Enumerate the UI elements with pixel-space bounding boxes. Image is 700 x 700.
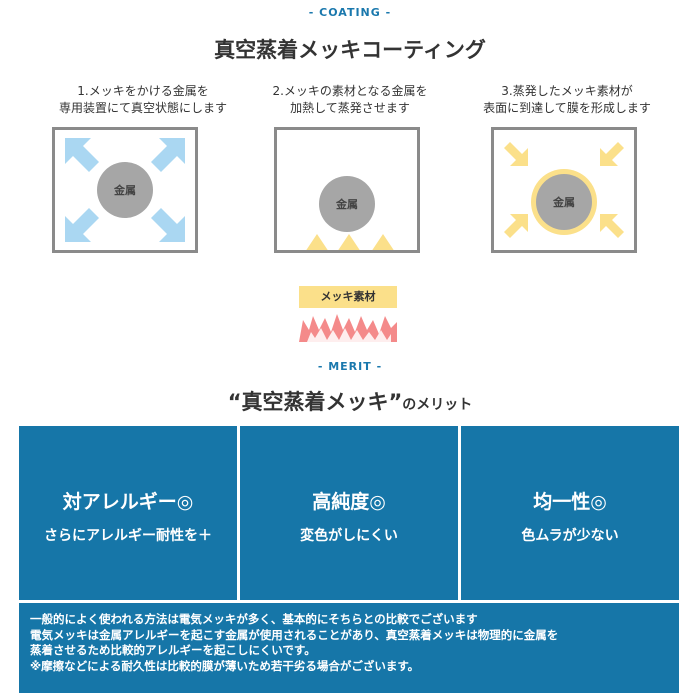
step-1-line-1: 1.メッキをかける金属を <box>77 84 209 98</box>
merit-uniformity-heading: 均一性◎ <box>533 491 607 513</box>
merit-panel-uniformity: 均一性◎ 色ムラが少ない <box>461 426 679 600</box>
merit-purity-sub: 変色がしにくい <box>300 528 398 544</box>
step-1-caption: 1.メッキをかける金属を 専用装置にて真空状態にします <box>43 83 243 117</box>
step-3-line-2: 表面に到達して膜を形成します <box>483 101 651 115</box>
vacuum-chamber-box-1: 金属 <box>52 127 198 253</box>
merit-title: “真空蒸着メッキ”のメリット <box>0 386 700 416</box>
step-3-line-1: 3.蒸発したメッキ素材が <box>501 84 633 98</box>
inward-arrows-icon <box>504 142 624 238</box>
outward-arrows-icon <box>65 138 185 242</box>
vacuum-chamber-box-3: 金属 <box>491 127 637 253</box>
step-1-line-2: 専用装置にて真空状態にします <box>58 101 227 115</box>
note-line-1: 一般的によく使われる方法は電気メッキが多く、基本的にそちらとの比較でございます <box>30 612 478 626</box>
vacuum-chamber-box-2: 金属 <box>274 127 420 253</box>
merit-title-main: “真空蒸着メッキ” <box>227 390 403 414</box>
coated-metal-circle: 金属 <box>536 174 592 230</box>
merit-purity-heading: 高純度◎ <box>312 491 386 513</box>
note-line-3: 蒸着させるため比較的アレルギーを起こしにくいです。 <box>30 643 316 657</box>
flame-icon <box>299 314 397 342</box>
upward-arrows-icon <box>306 234 394 250</box>
coating-section-label: - COATING - <box>308 6 392 19</box>
merit-panel-purity: 高純度◎ 変色がしにくい <box>240 426 458 600</box>
merit-notes-panel: 一般的によく使われる方法は電気メッキが多く、基本的にそちらとの比較でございます … <box>19 603 679 693</box>
plating-material-label: メッキ素材 <box>299 286 397 308</box>
merit-uniformity-sub: 色ムラが少ない <box>521 528 619 544</box>
coating-title: 真空蒸着メッキコーティング <box>214 38 486 62</box>
note-line-2: 電気メッキは金属アレルギーを起こす金属が使用されることがあり、真空蒸着メッキは物… <box>30 627 559 642</box>
merit-panel-allergy: 対アレルギー◎ さらにアレルギー耐性を＋ <box>19 426 237 600</box>
step-2-caption: 2.メッキの素材となる金属を 加熱して蒸発させます <box>250 83 450 117</box>
note-line-4: ※摩擦などによる耐久性は比較的膜が薄いため若干劣る場合がございます。 <box>30 658 420 673</box>
step-2-line-1: 2.メッキの素材となる金属を <box>272 84 428 98</box>
merit-title-suffix: のメリット <box>402 397 473 413</box>
metal-circle-1: 金属 <box>97 162 153 218</box>
merit-allergy-heading: 対アレルギー◎ <box>62 491 194 513</box>
merit-section-label: - MERIT - <box>317 360 383 373</box>
step-3-caption: 3.蒸発したメッキ素材が 表面に到達して膜を形成します <box>467 83 667 117</box>
metal-circle-2: 金属 <box>319 176 375 232</box>
merit-allergy-sub: さらにアレルギー耐性を＋ <box>44 528 212 544</box>
step-2-line-2: 加熱して蒸発させます <box>290 101 410 115</box>
